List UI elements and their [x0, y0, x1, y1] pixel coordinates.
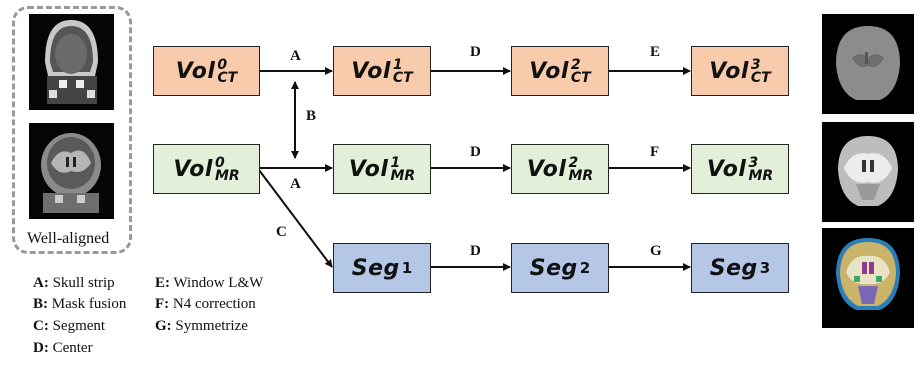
edge-label-mr-d: D [470, 144, 481, 160]
legend-g: G: Symmetrize [155, 318, 248, 334]
legend-a: A: Skull strip [33, 275, 115, 291]
edge-label-seg-d: D [470, 243, 481, 259]
segmentation-output-thumbnail [822, 228, 914, 328]
legend-d: D: Center [33, 340, 93, 356]
well-aligned-group [12, 6, 132, 254]
mr-output-thumbnail [822, 122, 914, 222]
edge-label-b: B [306, 108, 317, 124]
edge-label-mr-f: F [650, 144, 660, 160]
edge-c [258, 169, 333, 268]
ct-input-thumbnail [29, 14, 114, 110]
well-aligned-caption: Well-aligned [27, 230, 110, 247]
legend-c: C: Segment [33, 318, 106, 334]
legend-e: E: Window L&W [155, 275, 264, 291]
edge-label-mr-a: A [290, 176, 301, 192]
edge-label-ct-e: E [650, 44, 661, 60]
ct-output-thumbnail [822, 14, 914, 114]
edge-label-seg-g: G [650, 243, 662, 259]
legend-b: B: Mask fusion [33, 296, 127, 312]
edge-label-c: C [276, 224, 287, 240]
edge-label-ct-d: D [470, 44, 481, 60]
edge-label-ct-a: A [290, 48, 301, 64]
mr-input-thumbnail [29, 123, 114, 219]
legend-f: F: N4 correction [155, 296, 256, 312]
